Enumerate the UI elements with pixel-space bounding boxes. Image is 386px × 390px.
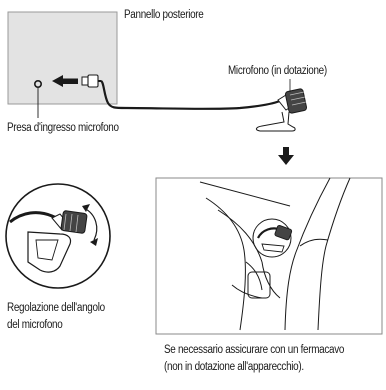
mic-cable (100, 79, 281, 110)
rear-panel-label: Pannello posteriore (124, 9, 204, 21)
cable-tie-note-line2: (non in dotazione all'apparecchio). (164, 361, 304, 373)
angle-adjust-label-line1: Regolazione dell'angolo (7, 302, 105, 314)
angle-adjust-zoom-circle (5, 183, 111, 289)
microphone (277, 88, 308, 114)
mic-jack-label: Presa d'ingresso microfono (7, 122, 119, 134)
mic-plug (81, 74, 101, 88)
mic-input-jack (33, 80, 42, 89)
angle-adjust-label-line2: del microfono (7, 319, 63, 331)
rear-panel (7, 11, 118, 105)
sun-visor-illustration (199, 177, 351, 331)
cable-tie-note-line1: Se necessario assicurare con un fermacav… (164, 344, 345, 356)
mic-clip (255, 111, 296, 132)
down-arrow (278, 147, 294, 165)
mounting-illustration-frame (155, 177, 383, 335)
mounted-microphone-detail (257, 225, 293, 253)
microphone-label: Microfono (in dotazione) (228, 65, 327, 77)
insert-arrow (52, 75, 78, 87)
